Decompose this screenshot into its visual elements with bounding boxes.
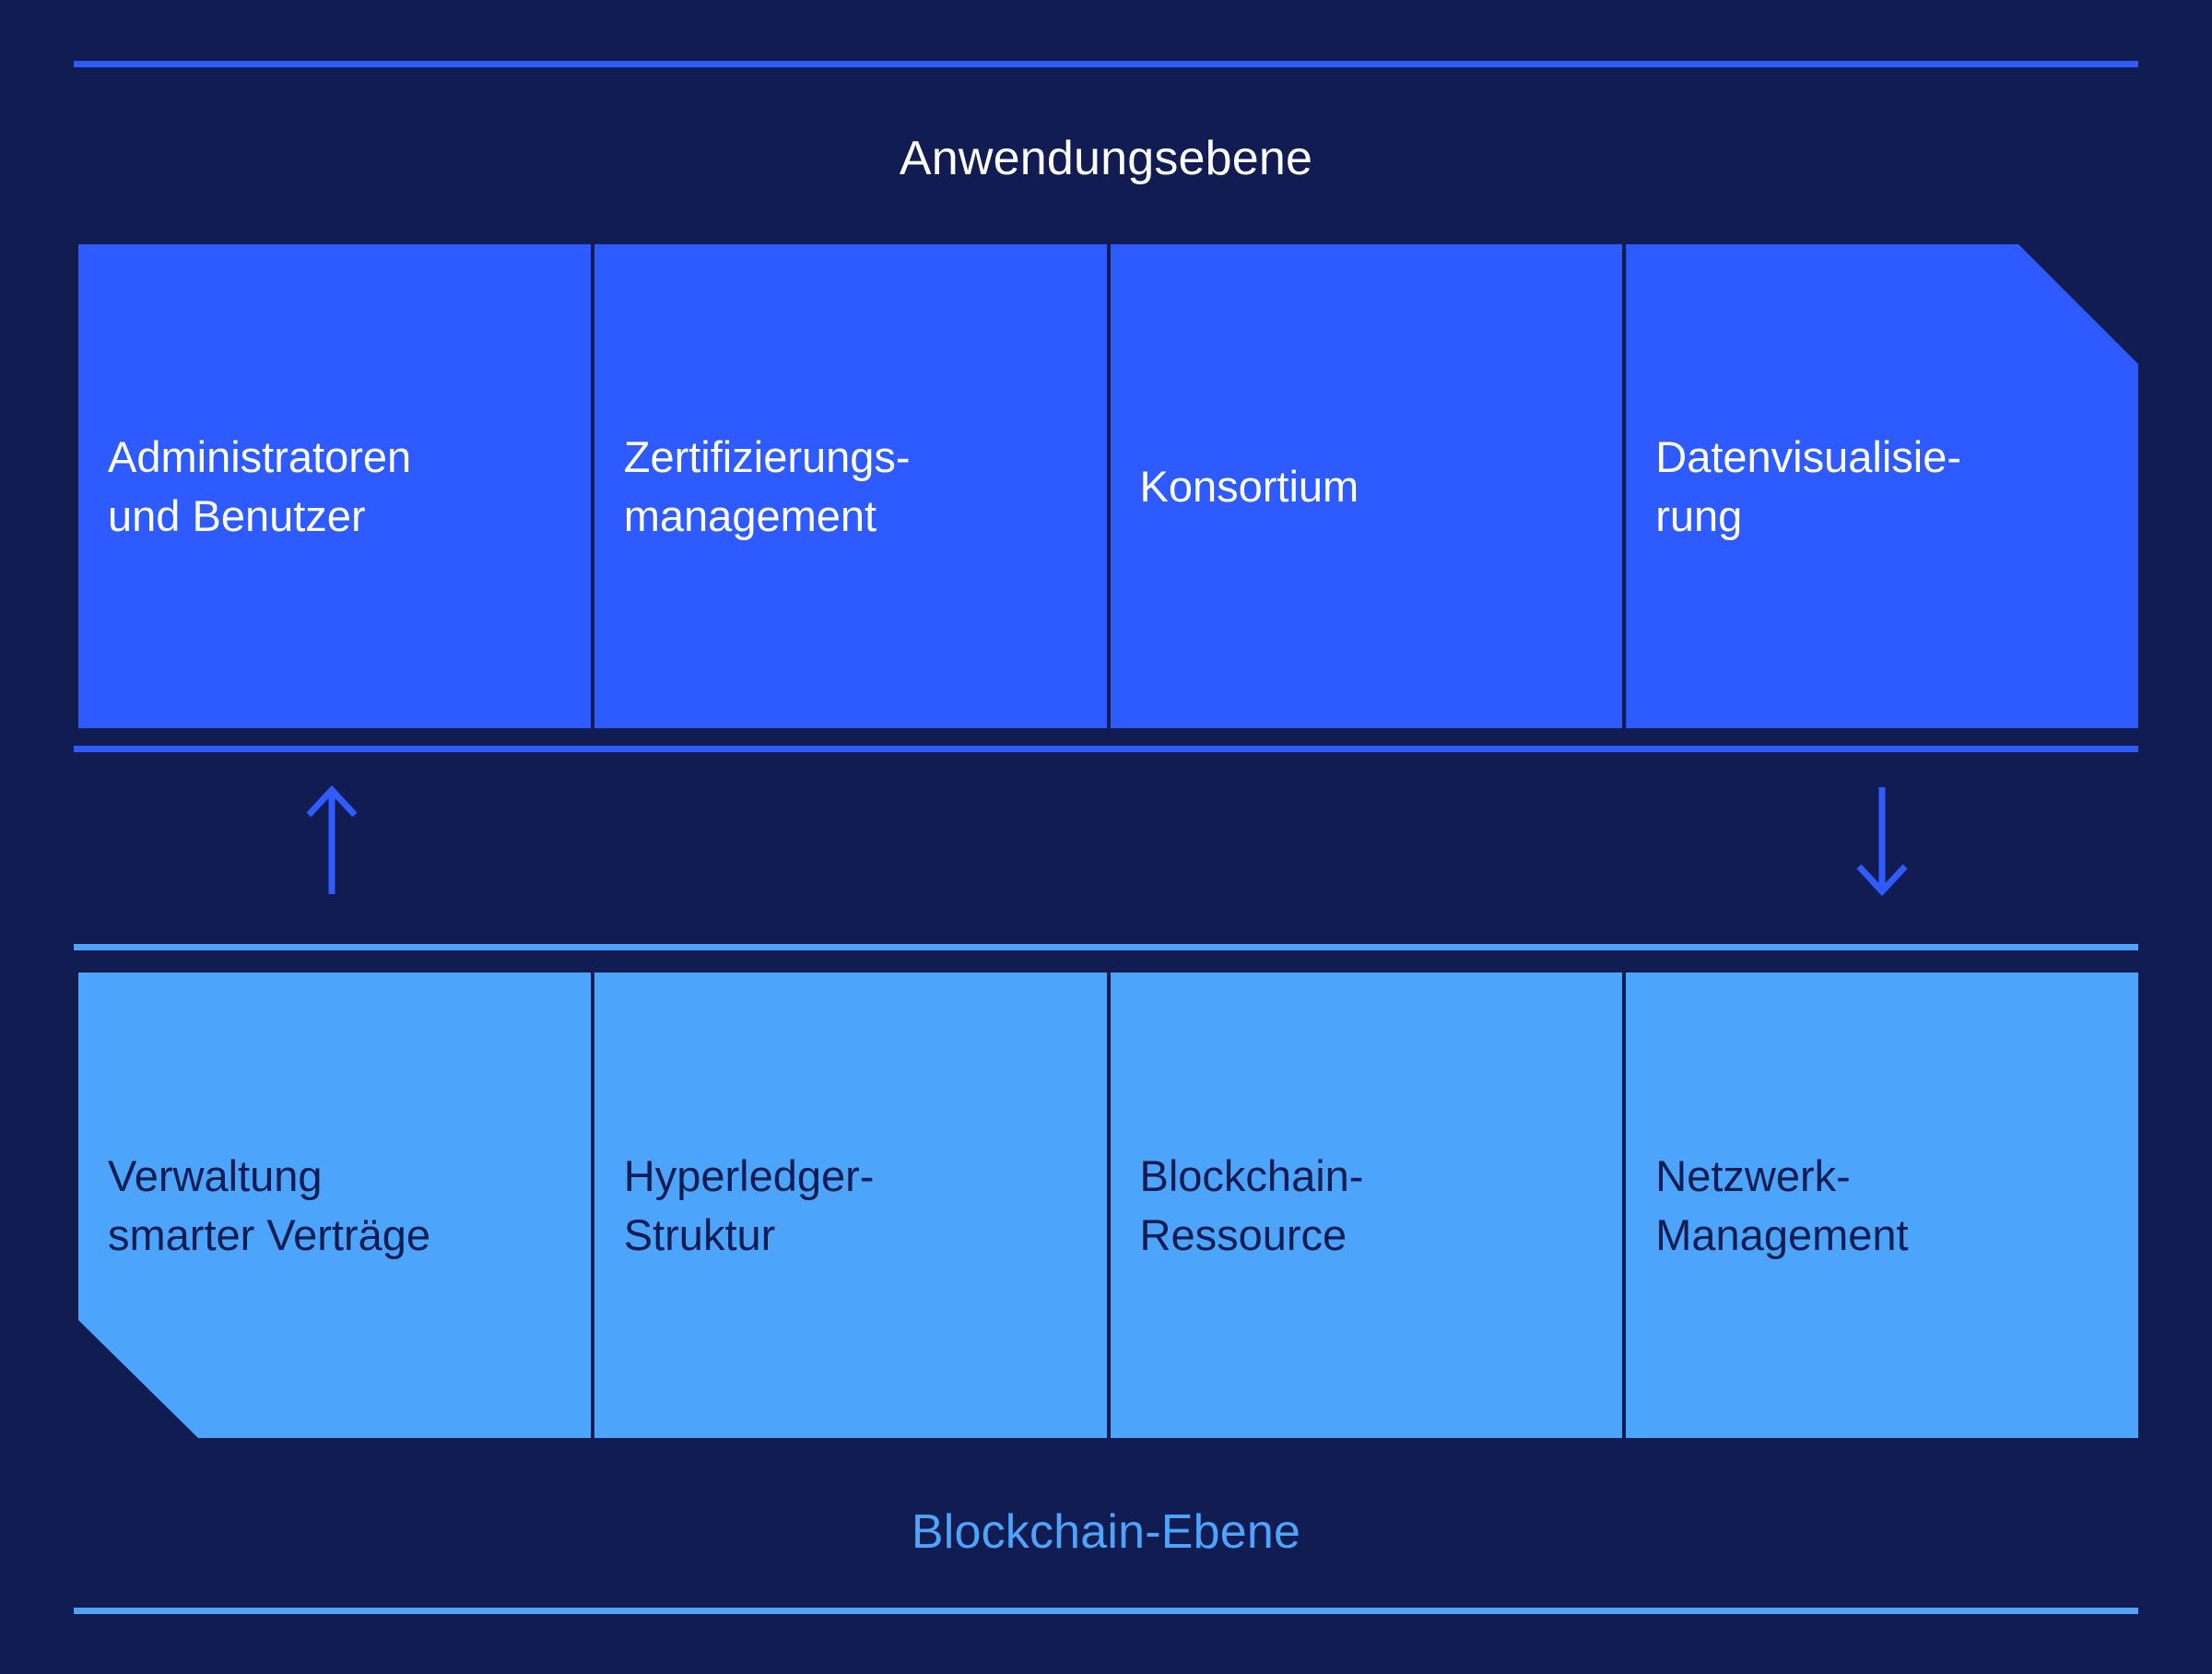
chain-block-smart-contract-management[interactable]: Verwaltung smarter Verträge (78, 973, 594, 1438)
app-block-label: Zertifizierungs- management (623, 432, 911, 540)
chain-block-label: Hyperledger- Struktur (623, 1151, 875, 1259)
app-block-label: Administratoren und Benutzer (108, 432, 412, 540)
app-block-label: Konsortium (1139, 461, 1359, 511)
divider-below-application-layer (74, 746, 2138, 752)
arrow-down-icon (1850, 785, 1914, 896)
app-block-label: Datenvisualisie- rung (1655, 432, 1962, 540)
blockchain-layer-row: Verwaltung smarter Verträge Hyperledger-… (78, 973, 2138, 1438)
application-layer-row: Administratoren und Benutzer Zertifizier… (78, 244, 2138, 728)
application-layer-caption: Anwendungsebene (899, 132, 1313, 185)
app-block-consortium[interactable]: Konsortium (1110, 244, 1627, 728)
app-block-data-visualization[interactable]: Datenvisualisie- rung (1626, 244, 2138, 728)
chain-block-label: Netzwerk- Management (1655, 1151, 1909, 1259)
app-block-administrators-and-users[interactable]: Administratoren und Benutzer (78, 244, 594, 728)
blockchain-layer-caption: Blockchain-Ebene (911, 1505, 1301, 1559)
app-block-certification-management[interactable]: Zertifizierungs- management (594, 244, 1111, 728)
chain-block-label: Blockchain- Ressource (1139, 1151, 1364, 1259)
divider-bottom (74, 1608, 2138, 1614)
chain-block-blockchain-resource[interactable]: Blockchain- Ressource (1110, 973, 1627, 1438)
chain-block-hyperledger-structure[interactable]: Hyperledger- Struktur (594, 973, 1111, 1438)
arrow-up-icon (300, 785, 364, 896)
chain-block-network-management[interactable]: Netzwerk- Management (1626, 973, 2138, 1438)
divider-above-blockchain-layer (74, 944, 2138, 950)
chain-block-label: Verwaltung smarter Verträge (108, 1151, 431, 1259)
divider-top (74, 61, 2138, 67)
